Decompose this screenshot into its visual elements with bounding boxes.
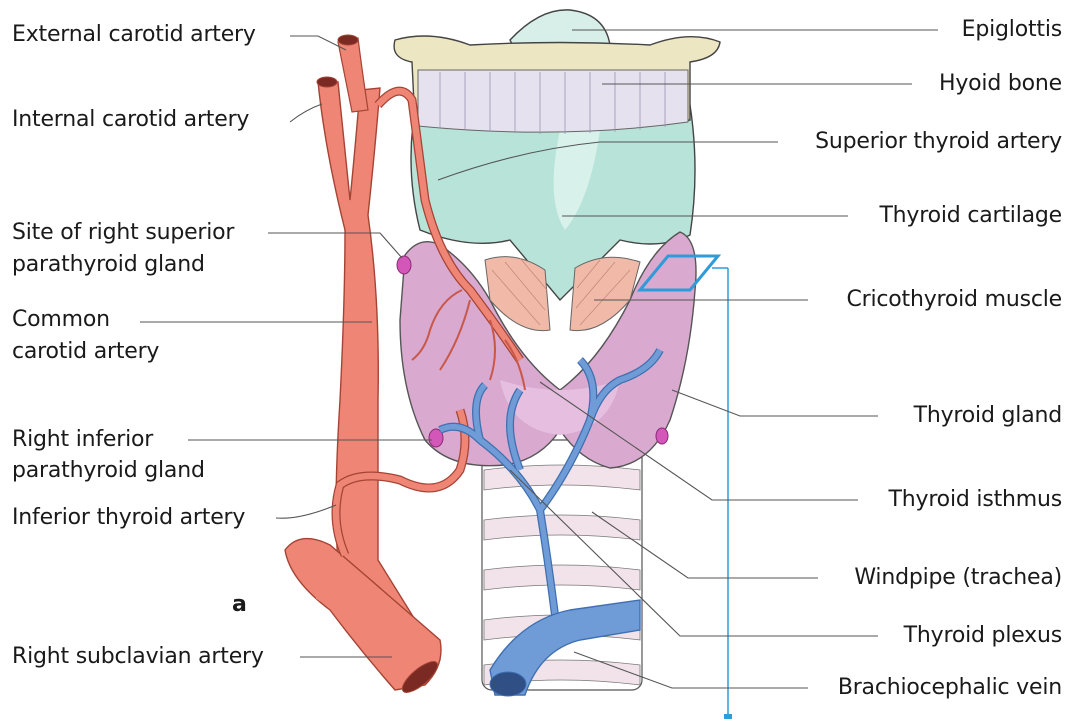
label-brachiocephalic-vein: Brachiocephalic vein	[838, 673, 1062, 703]
label-external-carotid-artery: External carotid artery	[12, 20, 256, 50]
thyrohyoid-membrane	[418, 70, 688, 132]
right-superior-parathyroid	[397, 256, 411, 274]
label-thyroid-plexus: Thyroid plexus	[904, 621, 1062, 651]
panel-letter: a	[232, 590, 247, 620]
label-thyroid-isthmus: Thyroid isthmus	[889, 485, 1062, 515]
label-epiglottis: Epiglottis	[962, 15, 1062, 45]
label-right-subclavian-artery: Right subclavian artery	[12, 642, 264, 672]
label-site-superior-parathyroid-line2: parathyroid gland	[12, 250, 205, 280]
label-site-superior-parathyroid-line1: Site of right superior	[12, 218, 234, 248]
label-cricothyroid-muscle: Cricothyroid muscle	[846, 285, 1062, 315]
external-carotid-opening	[338, 35, 358, 45]
label-hyoid-bone: Hyoid bone	[939, 69, 1062, 99]
label-thyroid-cartilage: Thyroid cartilage	[879, 201, 1062, 231]
label-inferior-thyroid-artery: Inferior thyroid artery	[12, 503, 245, 533]
label-thyroid-gland: Thyroid gland	[914, 401, 1062, 431]
external-carotid-top	[338, 38, 368, 112]
label-common-carotid-line1: Common	[12, 305, 110, 335]
label-common-carotid-line2: carotid artery	[12, 337, 159, 367]
label-right-inferior-parathyroid-line1: Right inferior	[12, 425, 153, 455]
label-internal-carotid-artery: Internal carotid artery	[12, 105, 249, 135]
internal-carotid-opening	[317, 77, 337, 87]
label-right-inferior-parathyroid-line2: parathyroid gland	[12, 456, 205, 486]
label-windpipe-trachea: Windpipe (trachea)	[854, 563, 1062, 593]
brachiocephalic-opening	[490, 672, 526, 696]
left-inferior-parathyroid	[656, 428, 668, 444]
label-superior-thyroid-artery: Superior thyroid artery	[815, 127, 1062, 157]
